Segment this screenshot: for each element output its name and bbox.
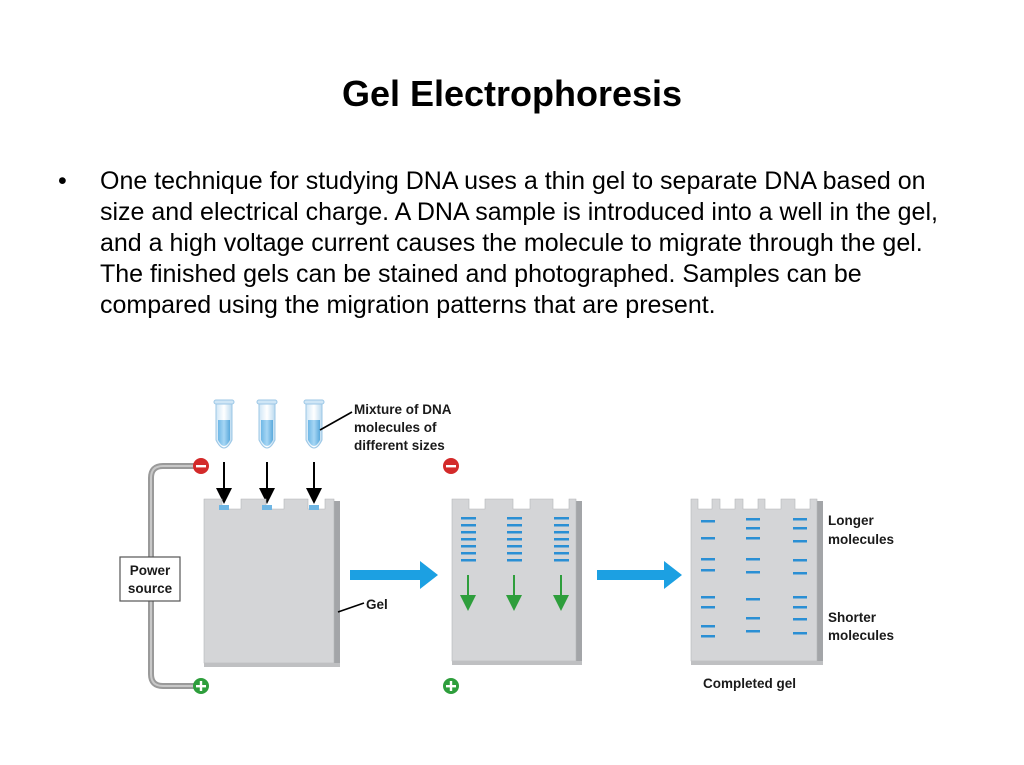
test-tube-icon: [256, 399, 278, 449]
sample-well: [219, 505, 229, 510]
sample-well: [262, 505, 272, 510]
power-source-label-2: source: [128, 581, 173, 596]
power-source-label-1: Power: [130, 563, 171, 578]
slide-title: Gel Electrophoresis: [341, 73, 683, 114]
bullet-text: One technique for studying DNA uses a th…: [100, 167, 938, 319]
gel-pointer: [337, 602, 365, 613]
gel-label: Gel: [366, 597, 388, 612]
right-arrow-icon: [597, 561, 682, 589]
shorter-molecules-label-2: molecules: [828, 628, 894, 643]
right-arrow-icon: [350, 561, 438, 589]
sample-well: [309, 505, 319, 510]
minus-electrode-icon: [193, 458, 209, 474]
mixture-label-2: molecules of: [354, 420, 437, 435]
bullet-marker: •: [58, 167, 67, 195]
gel-2: [443, 458, 582, 694]
longer-molecules-label-2: molecules: [828, 532, 894, 547]
mixture-pointer: [319, 411, 353, 431]
plus-electrode-icon: [193, 678, 209, 694]
shorter-molecules-label-1: Shorter: [828, 610, 877, 625]
mixture-label-3: different sizes: [354, 438, 445, 453]
test-tube-icon: [303, 399, 325, 449]
test-tube-icon: [213, 399, 235, 449]
mixture-label-1: Mixture of DNA: [354, 402, 452, 417]
gel-1: [203, 498, 340, 667]
gel-3: [690, 498, 823, 665]
completed-gel-label: Completed gel: [703, 676, 796, 691]
power-source-box: [119, 556, 181, 602]
longer-molecules-label-1: Longer: [828, 513, 874, 528]
